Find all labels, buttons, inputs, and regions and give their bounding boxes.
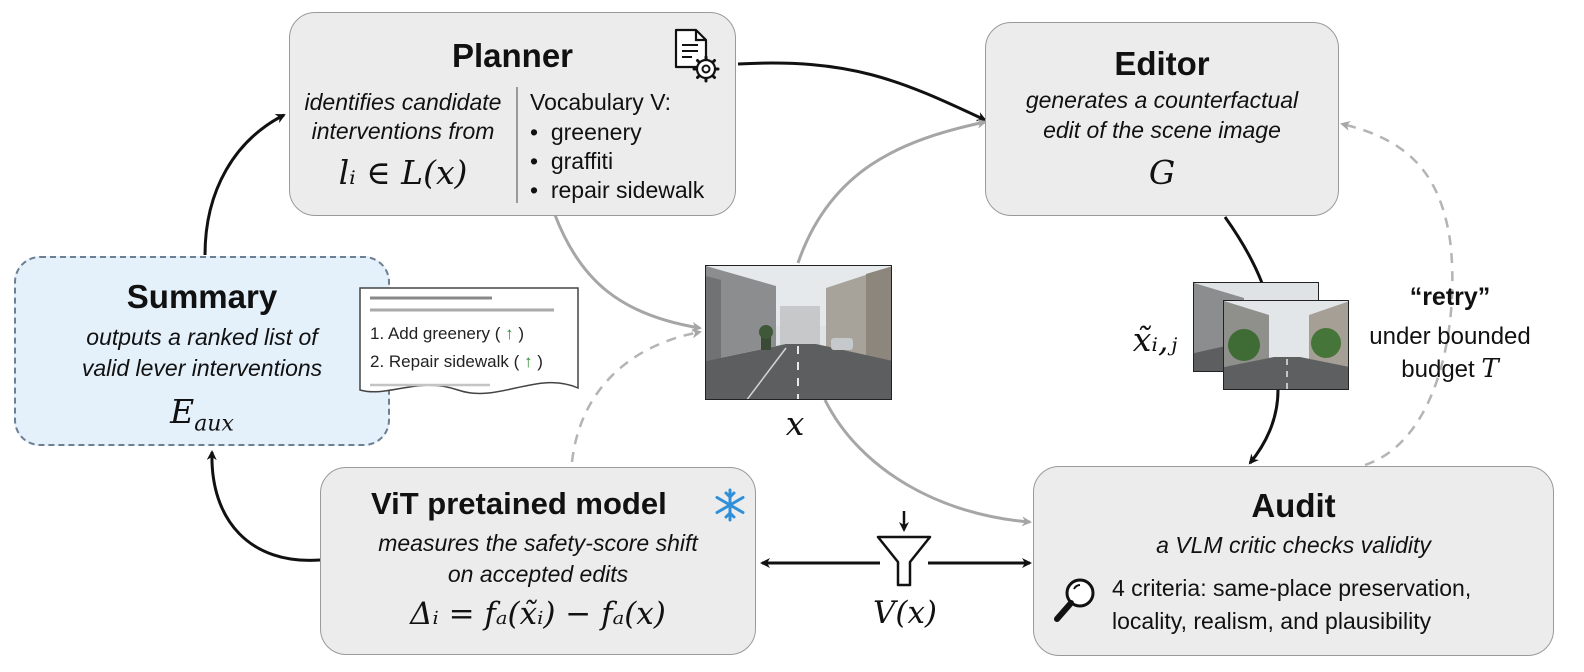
arrow-planner-to-x <box>553 214 702 332</box>
x-tilde-label: x̃ᵢ,ⱼ <box>1132 320 1178 359</box>
retry-line2: budget T <box>1401 354 1499 384</box>
audit-title: Audit <box>1251 487 1336 524</box>
summary-title: Summary <box>126 278 278 315</box>
vocab-item: • graffiti <box>530 148 614 174</box>
planner-math: lᵢ ∈ L(x) <box>338 153 468 192</box>
vocab-item: • greenery <box>530 119 642 145</box>
audit-desc: a VLM critic checks validity <box>1156 532 1431 558</box>
planner-desc-line2: interventions from <box>311 118 495 144</box>
editor-math: G <box>1148 153 1176 192</box>
retry-title: “retry” <box>1409 283 1491 311</box>
magnifier-icon <box>1054 578 1095 622</box>
audit-criteria-line2: locality, realism, and plausibility <box>1112 608 1432 634</box>
planner-title: Planner <box>451 37 574 74</box>
arrow-vit-to-x-dashed <box>570 328 702 463</box>
arrow-planner-to-editor <box>737 61 987 122</box>
summary-desc-line2: valid lever interventions <box>81 355 323 381</box>
funnel-icon <box>876 535 932 587</box>
arrow-retry-dashed <box>1340 120 1454 467</box>
vit-desc-line1: measures the safety-score shift <box>378 530 698 556</box>
vocab-title: Vocabulary V: <box>530 89 672 115</box>
line-editor-to-images <box>1223 216 1264 284</box>
planner-desc-line1: identifies candidate <box>304 89 502 115</box>
vit-desc-line2: on accepted edits <box>447 561 629 587</box>
snowflake-icon <box>715 488 745 522</box>
x-label: x <box>785 404 805 443</box>
street-scene-image <box>705 265 892 400</box>
vit-math: Δᵢ = fₐ(x̃ᵢ) − fₐ(x) <box>410 596 666 632</box>
filter-label: V(x) <box>872 595 938 631</box>
retry-line1: under bounded <box>1369 323 1531 350</box>
audit-criteria-line1: 4 criteria: same-place preservation, <box>1112 575 1472 601</box>
vit-title: ViT pretained model <box>371 486 667 521</box>
editor-title: Editor <box>1114 45 1210 82</box>
editor-desc-line2: edit of the scene image <box>1043 117 1281 143</box>
editor-desc-line1: generates a counterfactual <box>1025 87 1299 113</box>
ranked-list-document <box>359 287 579 395</box>
arrow-images-to-audit <box>1248 389 1280 465</box>
summary-math: Eaux <box>170 392 234 437</box>
audit-box: Audit a VLM critic checks validity 4 cri… <box>1033 466 1554 656</box>
summary-desc-line1: outputs a ranked list of <box>86 324 318 350</box>
arrow-x-to-editor <box>796 118 987 264</box>
document-gear-icon <box>674 28 720 83</box>
editor-box: Editor generates a counterfactual edit o… <box>985 22 1339 216</box>
ranked-item: 1. Add greenery ( ↑ ) <box>370 324 525 343</box>
ranked-item: 2. Repair sidewalk ( ↑ ) <box>370 352 543 371</box>
arrow-vit-to-summary <box>206 450 321 562</box>
edited-image-front <box>1223 300 1349 390</box>
arrow-summary-to-planner <box>203 113 286 256</box>
vit-box: ViT pretained model measures the safety-… <box>320 467 756 655</box>
planner-box: Planner identifies candidate interventio… <box>289 12 736 216</box>
planner-divider <box>516 87 518 203</box>
summary-box: Summary outputs a ranked list of valid l… <box>14 256 390 446</box>
arrow-x-to-audit <box>823 399 1032 527</box>
vocab-item: • repair sidewalk <box>530 177 705 203</box>
